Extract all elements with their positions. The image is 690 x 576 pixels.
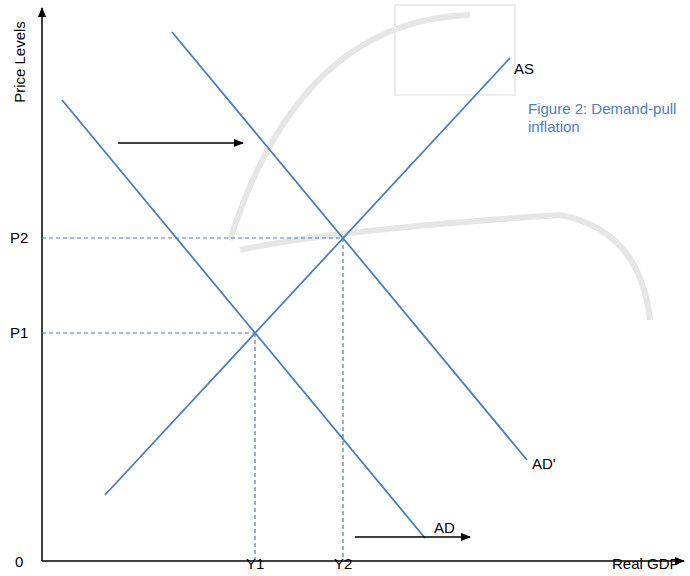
figure-caption: Figure 2: Demand-pull inflation	[528, 100, 678, 136]
price-label: P1	[10, 324, 28, 342]
curve-label: AD	[434, 519, 455, 537]
ad-curve	[62, 100, 425, 538]
output-label: Y1	[246, 555, 264, 573]
price-label: P2	[10, 229, 28, 247]
output-label: Y2	[334, 555, 352, 573]
origin-label: 0	[15, 553, 23, 571]
shift-arrows	[118, 143, 470, 537]
axis-title: Real GDP	[612, 555, 680, 573]
axis-title: Price Levels	[11, 21, 29, 103]
as-curve	[105, 58, 510, 495]
curves	[62, 32, 527, 538]
axes	[42, 8, 684, 561]
watermark	[230, 5, 650, 320]
curve-label: AS	[514, 60, 534, 78]
ad-shifted-curve	[172, 32, 527, 460]
curve-label: AD'	[532, 455, 556, 473]
